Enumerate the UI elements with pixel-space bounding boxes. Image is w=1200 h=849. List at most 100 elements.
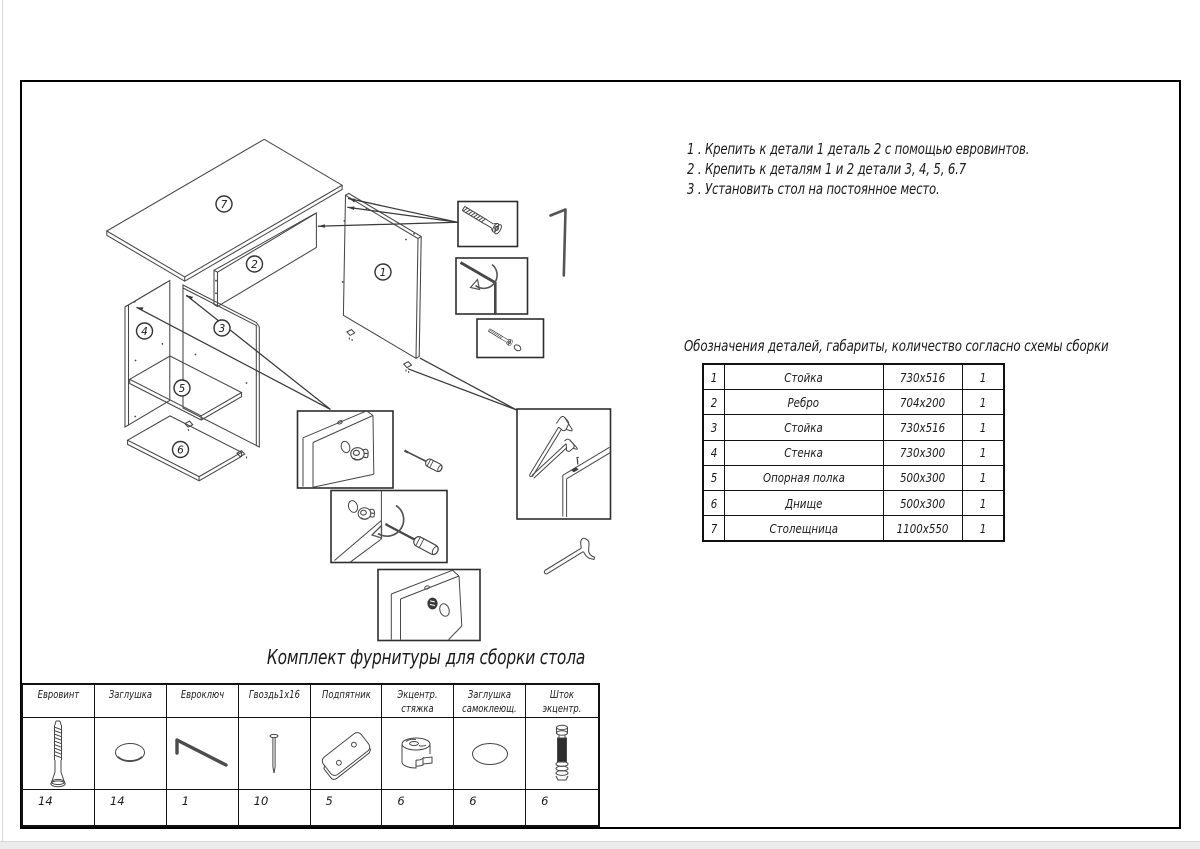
part-size: 730x300 xyxy=(883,440,962,465)
svg-text:3: 3 xyxy=(219,323,226,335)
hardware-count: 6 xyxy=(454,790,526,825)
part-name: Стенка xyxy=(724,440,883,465)
part-size: 730x516 xyxy=(883,364,962,390)
badge-part-7: 7 xyxy=(216,196,232,212)
table-row: 7 Столещница 1100x550 1 xyxy=(703,516,1004,542)
table-row: 1 Стойка 730x516 1 xyxy=(703,364,1004,390)
hardware-count: 14 xyxy=(23,790,95,825)
hardware-header: Евровинт xyxy=(23,685,95,718)
badge-part-2: 2 xyxy=(247,256,263,272)
hex-key-icon xyxy=(171,734,233,774)
cam-housing-mark xyxy=(185,421,193,431)
part-number: 4 xyxy=(703,440,724,465)
hardware-header: Заглушка xyxy=(95,685,167,718)
callout-cam-screwdriver xyxy=(331,491,447,563)
part-4-wall xyxy=(125,281,170,428)
callout-euro-screw xyxy=(458,202,518,247)
svg-text:5: 5 xyxy=(179,383,186,395)
adhesive-cap-icon xyxy=(468,741,512,767)
svg-text:2: 2 xyxy=(251,259,258,271)
nail-icon xyxy=(266,733,282,775)
euro-screw-icon xyxy=(43,720,73,788)
instruction-step: 1 . Крепить к детали 1 деталь 2 с помощь… xyxy=(687,139,1029,159)
hardware-header: Подпятник xyxy=(311,685,383,718)
table-row: 4 Стенка 730x300 1 xyxy=(703,440,1004,465)
badge-part-5: 5 xyxy=(174,380,190,396)
screwdriver-tool xyxy=(405,451,444,473)
part-qty: 1 xyxy=(962,516,1004,542)
table-row: 5 Опорная полка 500x300 1 xyxy=(703,465,1004,490)
part-name: Столещница xyxy=(724,516,883,542)
callout-screw-hole xyxy=(477,319,544,358)
part-number: 1 xyxy=(703,364,724,390)
part-1-stand xyxy=(342,193,422,373)
part-qty: 1 xyxy=(962,364,1004,390)
badge-part-3: 3 xyxy=(214,320,230,336)
part-name: Ребро xyxy=(724,390,883,415)
svg-text:1: 1 xyxy=(380,267,387,279)
svg-text:6: 6 xyxy=(177,445,184,457)
callout-hammer-nail xyxy=(517,409,611,519)
instruction-step: 3 . Установить стол на постоянное место. xyxy=(687,179,1029,199)
badge-part-1: 1 xyxy=(375,264,391,280)
callout-cam-panel xyxy=(298,411,394,488)
part-size: 704x200 xyxy=(883,390,962,415)
svg-text:7: 7 xyxy=(221,199,228,211)
part-number: 6 xyxy=(703,490,724,515)
part-name: Стойка xyxy=(724,364,883,390)
badge-part-6: 6 xyxy=(173,442,189,458)
callout-hex-key-turn xyxy=(456,258,528,314)
table-row: 3 Стойка 730x516 1 xyxy=(703,415,1004,440)
badge-part-4: 4 xyxy=(137,323,153,339)
cap-icon xyxy=(110,741,150,767)
part-qty: 1 xyxy=(962,415,1004,440)
part-qty: 1 xyxy=(962,465,1004,490)
part-size: 1100x550 xyxy=(883,516,962,542)
hardware-header: Экцентр.стяжка xyxy=(382,685,454,718)
part-size: 500x300 xyxy=(883,465,962,490)
part-number: 2 xyxy=(703,390,724,415)
hardware-count: 1 xyxy=(167,790,239,825)
part-name: Опорная полка xyxy=(724,465,883,490)
hex-key-tool xyxy=(551,210,566,276)
hardware-header: Гвоздь1х16 xyxy=(239,685,311,718)
part-size: 730x516 xyxy=(883,415,962,440)
table-row: 2 Ребро 704x200 1 xyxy=(703,390,1004,415)
svg-text:4: 4 xyxy=(141,326,148,338)
hardware-icon-cell xyxy=(311,718,383,790)
parts-table: 1 Стойка 730x516 1 2 Ребро 704x200 1 3 С… xyxy=(702,363,1005,542)
part-name: Днище xyxy=(724,490,883,515)
hardware-header: Евроключ xyxy=(167,685,239,718)
hardware-count: 14 xyxy=(95,790,167,825)
table-row: 6 Днище 500x300 1 xyxy=(703,490,1004,515)
hardware-icon-cell xyxy=(95,718,167,790)
hardware-kit-table: Евровинт Заглушка Евроключ Гвоздь1х16 По… xyxy=(21,683,600,827)
part-qty: 1 xyxy=(962,390,1004,415)
hardware-icon-cell xyxy=(239,718,311,790)
hardware-count: 10 xyxy=(239,790,311,825)
hardware-count: 6 xyxy=(382,790,454,825)
part-2-rib xyxy=(214,213,316,306)
hardware-icon-cell xyxy=(454,718,526,790)
instruction-step: 2 . Крепить к деталям 1 и 2 детали 3, 4,… xyxy=(687,159,1029,179)
cam-housing-mark xyxy=(347,330,355,342)
part-qty: 1 xyxy=(962,440,1004,465)
assembly-instructions: 1 . Крепить к детали 1 деталь 2 с помощь… xyxy=(687,139,1029,199)
glide-plate-icon xyxy=(315,725,377,783)
part-number: 3 xyxy=(703,415,724,440)
cam-housing-mark xyxy=(404,362,412,373)
part-number: 7 xyxy=(703,516,724,542)
part-qty: 1 xyxy=(962,490,1004,515)
hammer-tool xyxy=(544,538,594,574)
parts-table-title: Обозначения деталей, габариты, количеств… xyxy=(684,337,1109,355)
hardware-kit-title: Комплект фурнитуры для сборки стола xyxy=(264,645,587,669)
cam-bolt-icon xyxy=(549,724,575,784)
hardware-count: 5 xyxy=(311,790,383,825)
callout-cam-panel-2 xyxy=(378,570,480,641)
part-name: Стойка xyxy=(724,415,883,440)
cam-lock-icon xyxy=(396,734,440,774)
part-number: 5 xyxy=(703,465,724,490)
